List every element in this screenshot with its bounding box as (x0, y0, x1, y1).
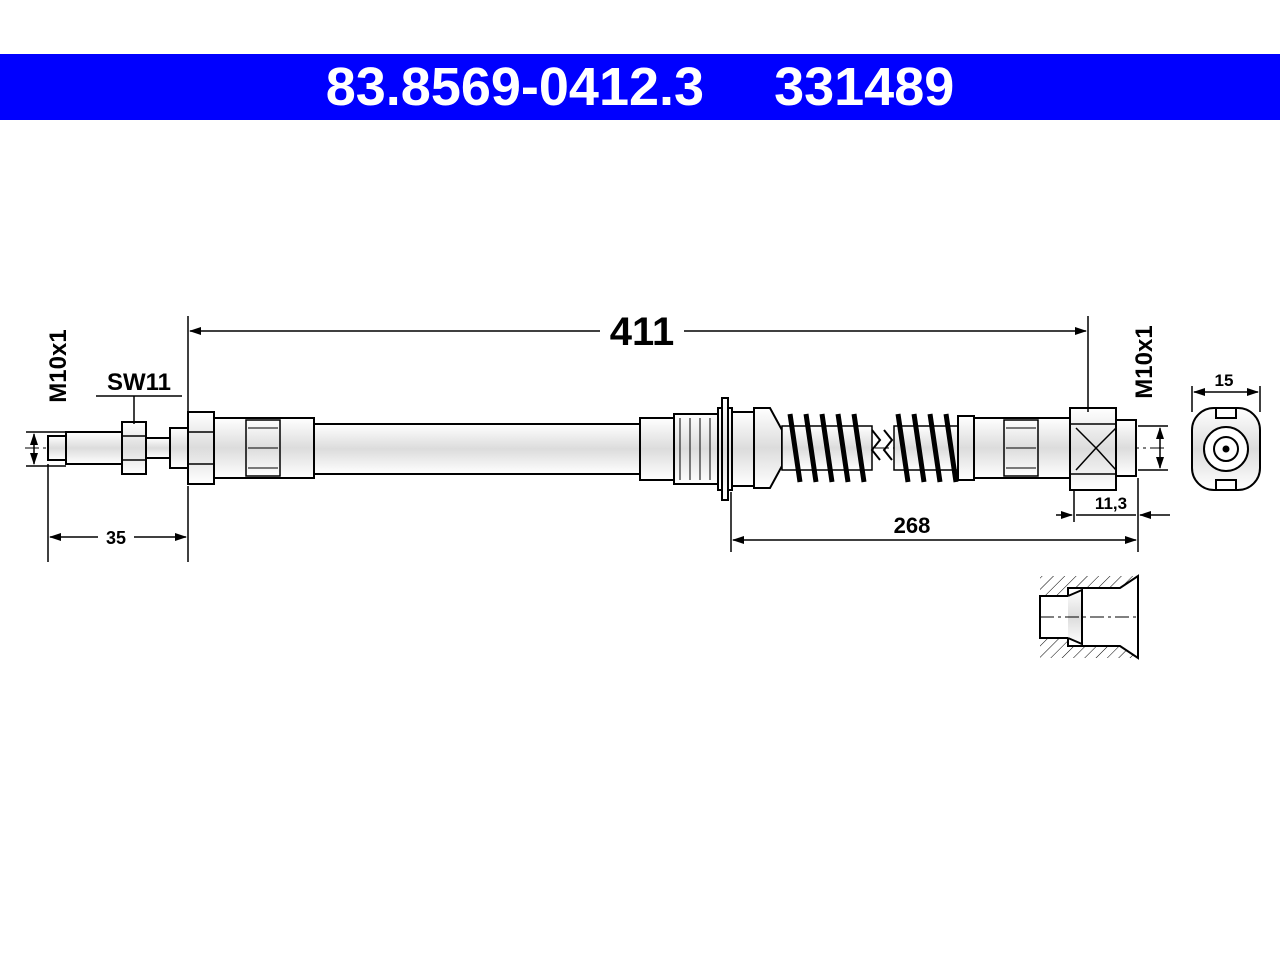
dim-left-thread: M10x1 (45, 329, 72, 402)
dim-right-length: 268 (894, 513, 931, 538)
dim-overall-length: 411 (610, 310, 675, 354)
break-mark (870, 429, 882, 461)
right-hex-nut (1069, 407, 1117, 491)
header-bar: 83.8569-0412.3 331489 (0, 54, 1280, 120)
part-number: 83.8569-0412.3 (325, 57, 705, 117)
dim-wrench-size: SW11 (107, 369, 171, 396)
end-view (1191, 407, 1261, 491)
bracket-fitting (639, 397, 783, 501)
left-crimp-collar (187, 411, 215, 485)
left-thread-body (65, 431, 123, 465)
dimension-lines (26, 316, 1261, 562)
port-section-view (1039, 574, 1139, 660)
dim-right-thread: M10x1 (1131, 325, 1158, 398)
dim-left-offset: 35 (106, 528, 126, 548)
spring-left (781, 413, 873, 483)
dim-hex-width: 11,3 (1095, 494, 1127, 513)
right-fitting (973, 407, 1137, 491)
reference-number: 331489 (774, 57, 955, 117)
left-fitting (47, 411, 315, 485)
spring-right (893, 413, 975, 483)
dim-end-diameter: 15 (1215, 371, 1234, 390)
left-tube-tip (47, 435, 67, 461)
left-hex-sw11 (121, 421, 147, 475)
hose-body (313, 423, 641, 475)
left-neck (145, 437, 171, 459)
